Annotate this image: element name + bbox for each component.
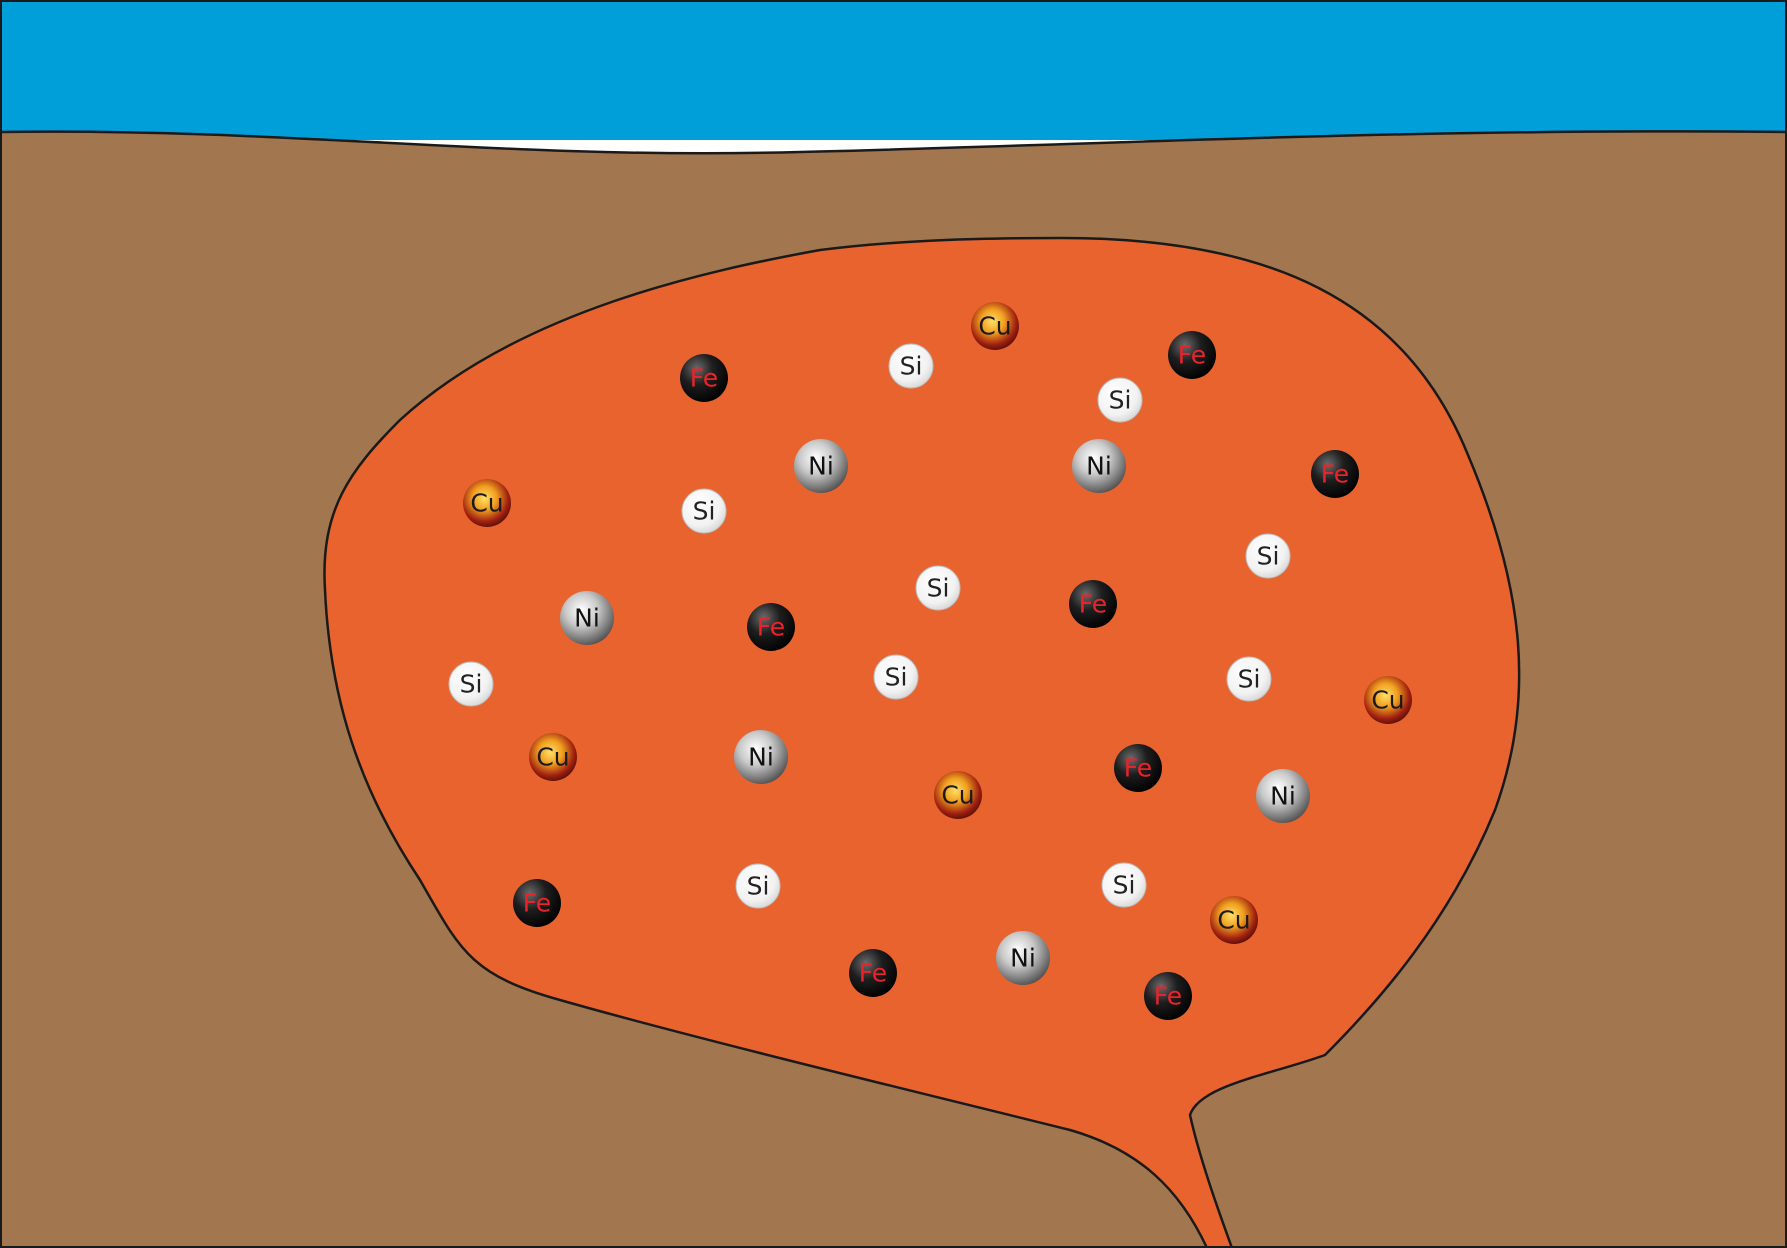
copper-atom: Cu [934,771,982,819]
iron-atom-label: Fe [1079,590,1107,619]
silicon-atom-label: Si [460,670,483,699]
copper-atom: Cu [971,302,1019,350]
copper-atom: Cu [529,733,577,781]
iron-atom: Fe [513,879,561,927]
iron-atom: Fe [747,603,795,651]
copper-atom-label: Cu [536,743,569,772]
silicon-atom-label: Si [1109,386,1132,415]
iron-atom: Fe [1311,450,1359,498]
iron-atom-label: Fe [690,364,718,393]
silicon-atom-label: Si [1238,665,1261,694]
nickel-atom-label: Ni [808,452,834,481]
iron-atom-label: Fe [523,889,551,918]
silicon-atom: Si [874,655,918,699]
silicon-atom: Si [449,662,493,706]
iron-atom: Fe [1168,331,1216,379]
iron-atom-label: Fe [1178,341,1206,370]
nickel-atom: Ni [734,730,788,784]
iron-atom: Fe [1114,744,1162,792]
silicon-atom-label: Si [927,574,950,603]
nickel-atom-label: Ni [574,604,600,633]
silicon-atom: Si [916,566,960,610]
copper-atom: Cu [1210,896,1258,944]
copper-atom-label: Cu [1217,906,1250,935]
nickel-atom-label: Ni [1086,452,1112,481]
nickel-atom-label: Ni [1010,944,1036,973]
silicon-atom: Si [1227,657,1271,701]
iron-atom: Fe [1069,580,1117,628]
silicon-atom-label: Si [885,663,908,692]
nickel-atom-label: Ni [1270,782,1296,811]
nickel-atom: Ni [1072,439,1126,493]
nickel-atom: Ni [794,439,848,493]
copper-atom: Cu [463,479,511,527]
iron-atom: Fe [849,949,897,997]
iron-atom-label: Fe [1124,754,1152,783]
silicon-atom-label: Si [747,872,770,901]
sky [0,0,1787,140]
copper-atom-label: Cu [1371,686,1404,715]
copper-atom-label: Cu [941,781,974,810]
silicon-atom-label: Si [693,497,716,526]
iron-atom: Fe [1144,972,1192,1020]
nickel-atom: Ni [560,591,614,645]
copper-atom-label: Cu [470,489,503,518]
silicon-atom: Si [682,489,726,533]
silicon-atom: Si [1102,863,1146,907]
copper-atom-label: Cu [978,312,1011,341]
nickel-atom: Ni [996,931,1050,985]
iron-atom-label: Fe [1321,460,1349,489]
copper-atom: Cu [1364,676,1412,724]
nickel-atom-label: Ni [748,743,774,772]
nickel-atom: Ni [1256,769,1310,823]
silicon-atom: Si [1246,534,1290,578]
silicon-atom-label: Si [1113,871,1136,900]
iron-atom-label: Fe [757,613,785,642]
silicon-atom-label: Si [900,352,923,381]
silicon-atom: Si [736,864,780,908]
silicon-atom-label: Si [1257,542,1280,571]
iron-atom-label: Fe [859,959,887,988]
silicon-atom: Si [889,344,933,388]
iron-atom: Fe [680,354,728,402]
iron-atom-label: Fe [1154,982,1182,1011]
silicon-atom: Si [1098,378,1142,422]
